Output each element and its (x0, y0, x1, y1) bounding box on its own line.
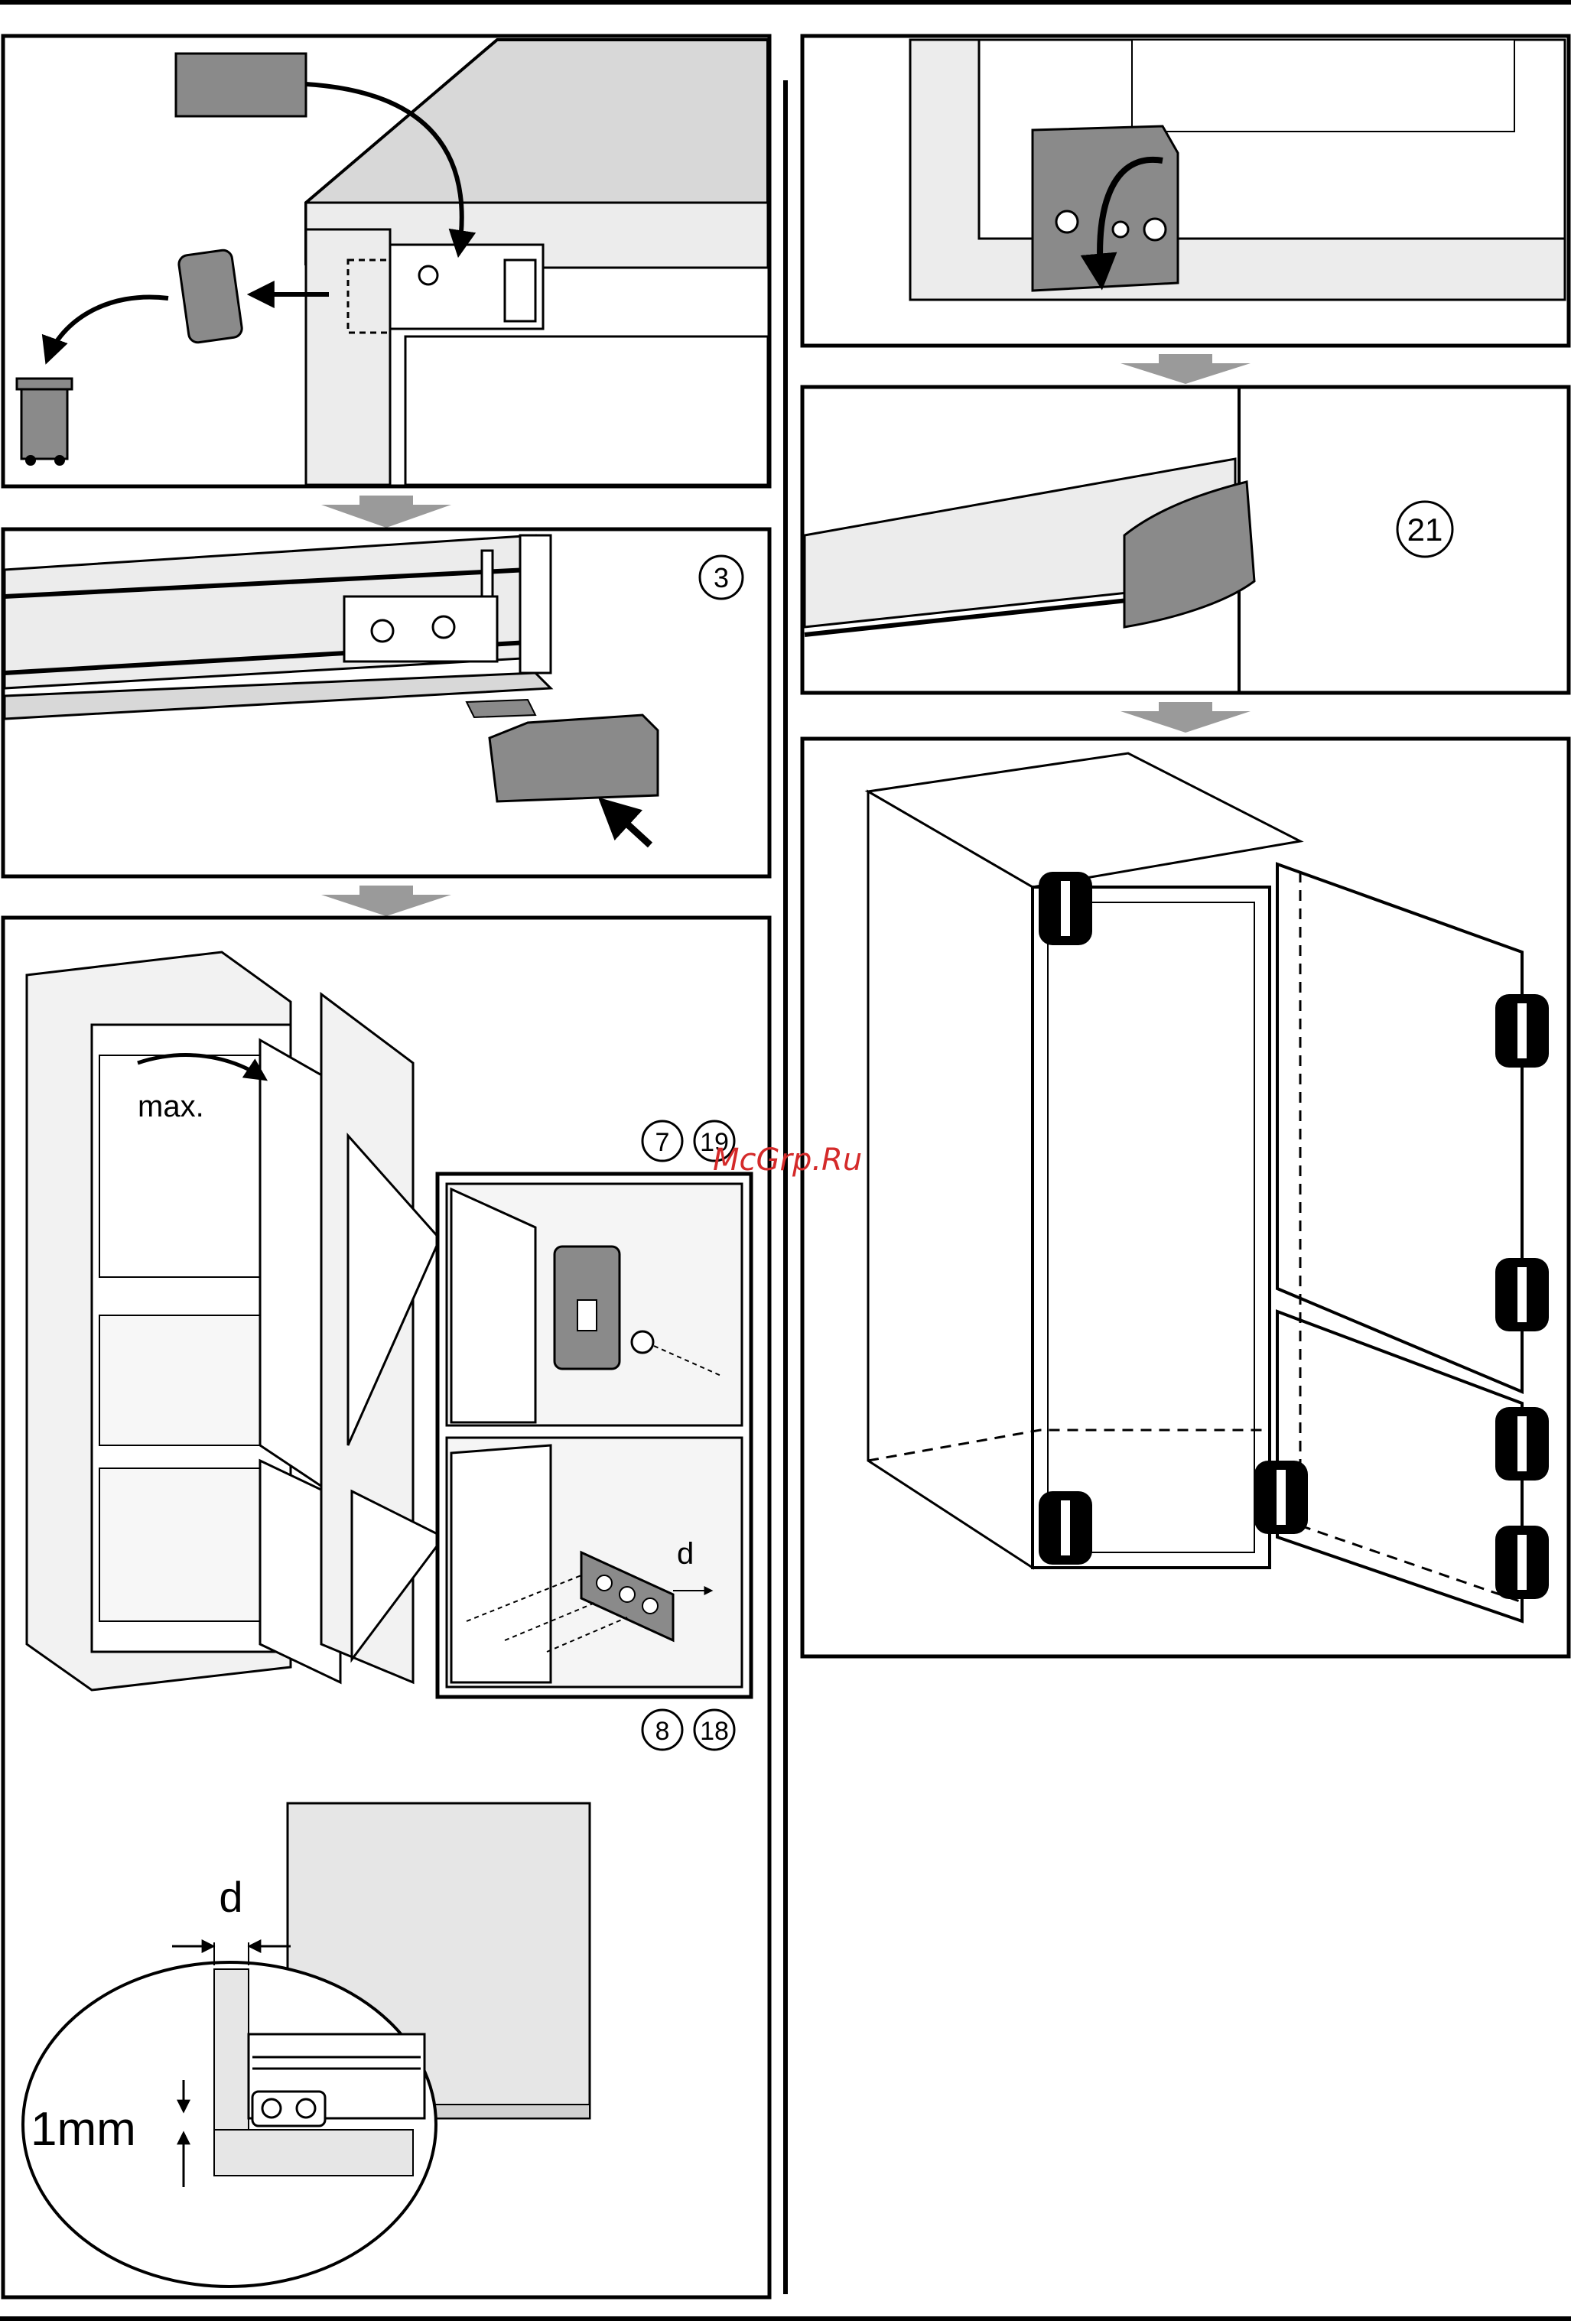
step-number: 7 (655, 1128, 670, 1157)
watermark: McGrp.Ru (713, 1142, 862, 1178)
trash-bin-icon (17, 379, 72, 466)
panel-remove-cover (3, 36, 769, 486)
screw-icon (419, 266, 437, 284)
screwdriver-icon (1495, 994, 1549, 1068)
detail-d-label: d (219, 1873, 242, 1921)
hinge-cap (490, 715, 658, 801)
step-number: 3 (714, 562, 729, 593)
panel-door-mounting: max. d 7 19 8 18 (3, 918, 769, 2297)
max-label: max. (138, 1090, 204, 1123)
screwdriver-icon (1495, 1258, 1549, 1331)
hinge-cover (177, 249, 242, 344)
screwdriver-icon (1254, 1461, 1308, 1534)
cover-plate (176, 54, 306, 116)
panel-fixing-points (802, 739, 1569, 1656)
panel-cover-fitted: 21 (802, 387, 1569, 693)
screwdriver-icon (1495, 1407, 1549, 1481)
step-number: 18 (700, 1717, 729, 1746)
panel-hinge-swing (802, 36, 1569, 346)
step-arrow (321, 886, 451, 916)
screwdriver-icon (1495, 1526, 1549, 1599)
panel-fit-cap: 3 (3, 529, 769, 876)
screw-icon (632, 1331, 653, 1353)
screwdriver-icon (1039, 1491, 1092, 1565)
inset-d-label: d (677, 1537, 694, 1571)
step-arrow (321, 496, 451, 528)
step-number: 21 (1407, 512, 1443, 548)
step-arrow (1121, 702, 1251, 733)
detail-gap-label: 1mm (31, 2103, 136, 2156)
screwdriver-icon (1039, 872, 1092, 945)
step-arrow (1121, 354, 1251, 384)
step-number: 8 (655, 1717, 670, 1746)
